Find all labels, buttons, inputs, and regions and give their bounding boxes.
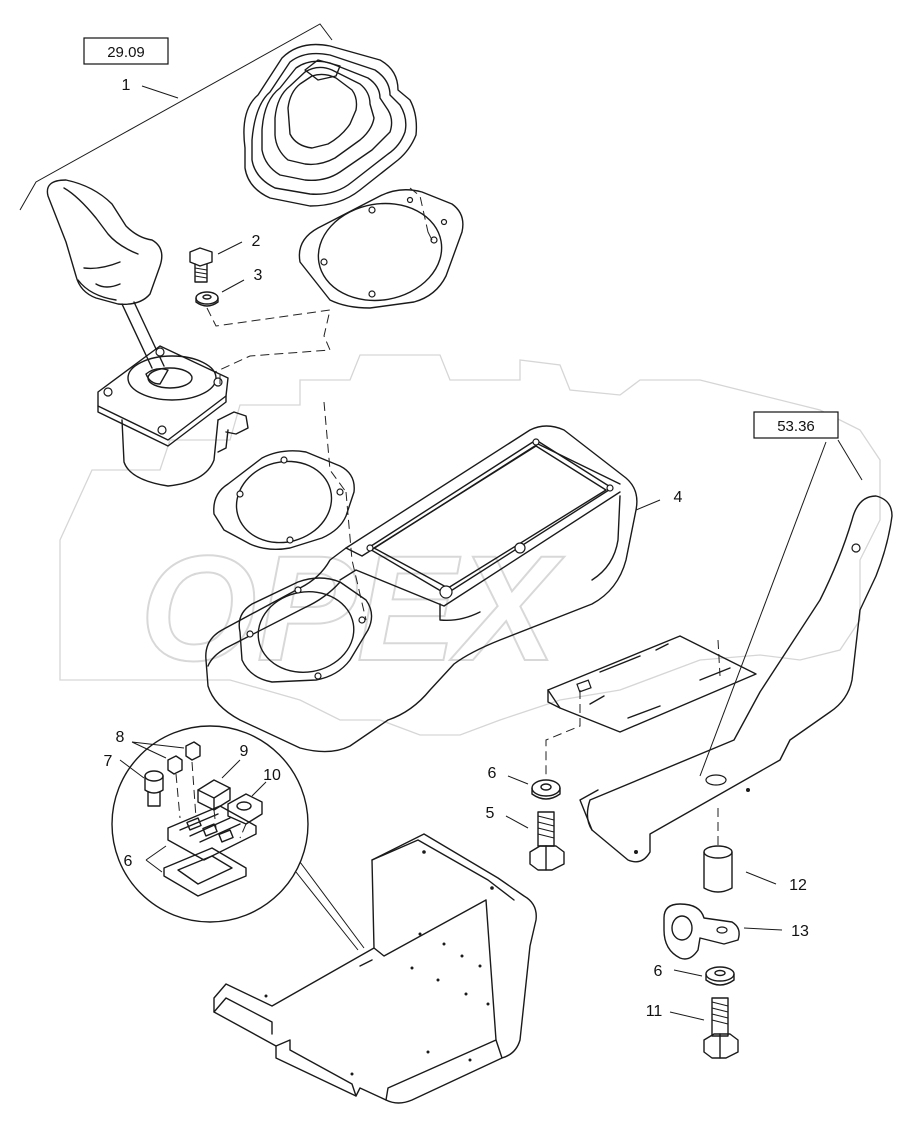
callout-4: 4 [674, 489, 683, 506]
reference-label: 53.36 [777, 418, 815, 435]
leader-6b [673, 969, 703, 977]
leader-1 [141, 85, 179, 99]
callout-10: 9 [240, 743, 249, 760]
callout-7: 6 [124, 853, 133, 870]
watermark-text: OPEX [140, 524, 565, 692]
switch-11 [227, 793, 263, 825]
leader-6a [507, 775, 529, 785]
callout-11: 10 [263, 767, 281, 784]
joystick [46, 179, 249, 487]
leader-12 [669, 1011, 705, 1021]
reference-53-36[interactable]: 53.36 [753, 411, 839, 439]
leader-2 [217, 241, 243, 255]
spacer-13 [703, 845, 733, 893]
joystick-mounting-plate [213, 450, 355, 551]
callout-1: 1 [122, 77, 131, 94]
callout-8: 7 [104, 753, 113, 770]
mounting-bracket [579, 495, 893, 863]
callout-14: 13 [791, 923, 809, 940]
boot-mounting-plate [298, 189, 464, 309]
leader-3 [221, 279, 245, 293]
leader-9 [131, 741, 185, 759]
console-housing [205, 425, 638, 753]
callout-2: 2 [252, 233, 261, 250]
detail-circle [111, 725, 365, 951]
washer-6-upper [531, 779, 561, 800]
leader-7 [145, 845, 167, 873]
clamp-14 [663, 903, 740, 960]
callout-9: 8 [116, 729, 125, 746]
leader-8 [119, 759, 145, 779]
bolt-2 [189, 247, 213, 283]
bolt-5 [529, 811, 565, 871]
leader-5 [505, 815, 529, 829]
callout-3: 3 [254, 267, 263, 284]
slotted-plate [547, 635, 757, 733]
leader-ref-53-36-b [699, 441, 827, 777]
reference-29-09[interactable]: 29.09 [83, 37, 169, 65]
callout-12: 11 [646, 1003, 663, 1020]
callout-6b: 6 [654, 963, 663, 980]
leader-14 [743, 927, 783, 931]
reference-label: 29.09 [107, 44, 145, 61]
callout-13: 12 [789, 877, 807, 894]
switch-plate-7 [167, 805, 257, 861]
seat-base-panel [213, 833, 537, 1104]
callout-6a: 6 [488, 765, 497, 782]
plug-9 [167, 741, 201, 775]
switch-10 [197, 779, 231, 811]
gasket-7 [163, 847, 247, 897]
leader-10 [221, 759, 241, 779]
leader-ref-53-36 [837, 439, 863, 481]
bolt-12 [703, 997, 739, 1059]
rubber-boot [243, 43, 418, 207]
leader-11 [251, 781, 267, 797]
washer-6-lower [705, 966, 735, 986]
callout-5: 5 [486, 805, 495, 822]
leader-4 [635, 499, 661, 511]
washer-3 [195, 291, 219, 307]
leader-13 [745, 871, 777, 885]
detail-leader [295, 861, 365, 951]
screw-8 [144, 770, 164, 807]
group-bracket-1 [19, 23, 333, 211]
